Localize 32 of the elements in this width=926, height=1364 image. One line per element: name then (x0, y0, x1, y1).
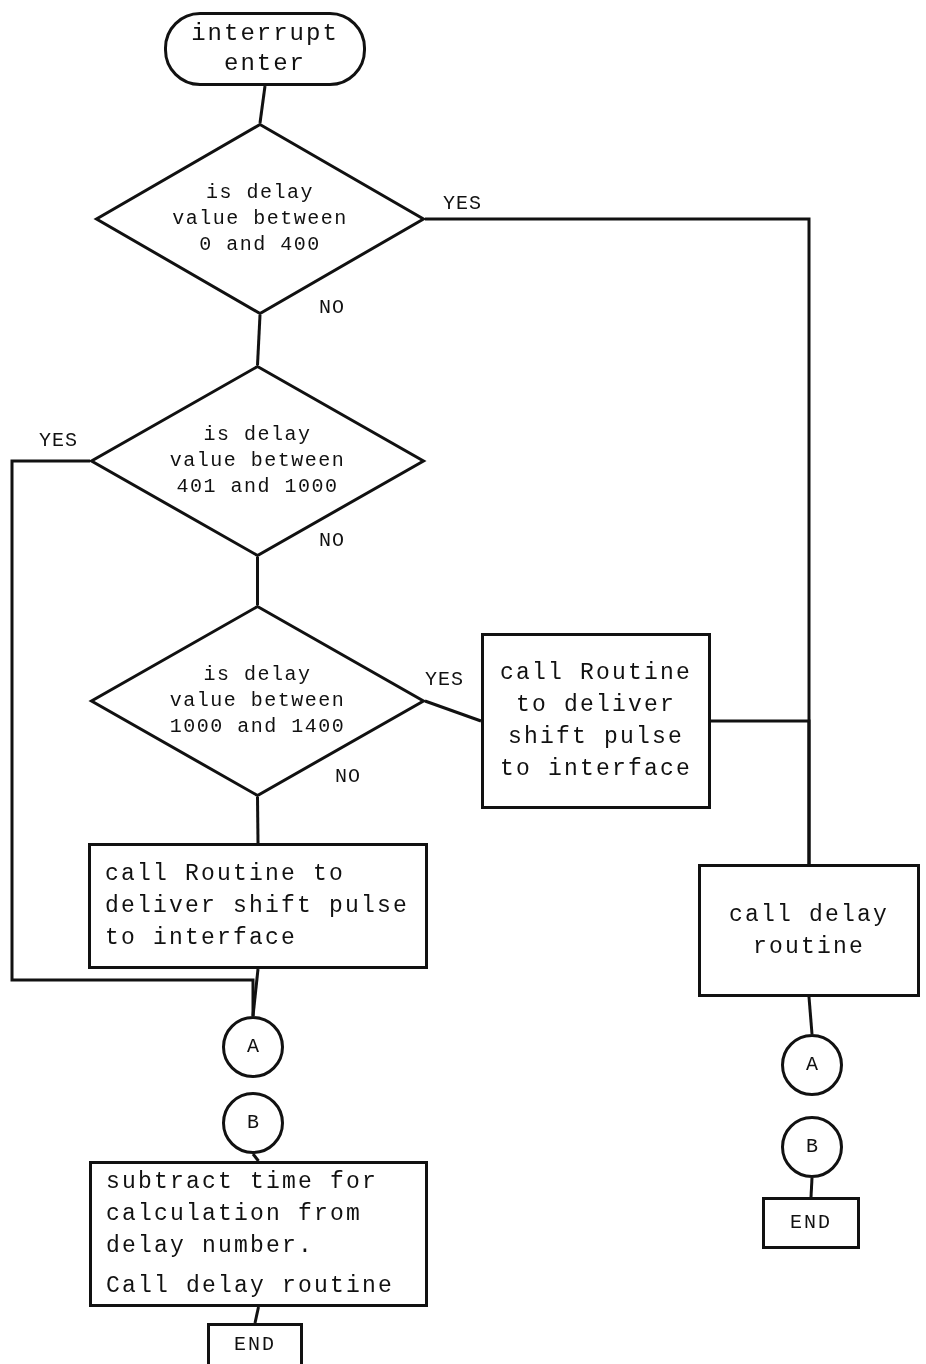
terminal-text: interrupt enter (190, 19, 340, 79)
process-box (89, 1161, 428, 1307)
process-text: call Routine to deliver shift pulse to interface (499, 659, 693, 784)
connector-line (253, 1306, 260, 1324)
process-text: subtract time for calculation from delay number. (106, 1168, 380, 1261)
process-text: call delay routine (728, 900, 890, 962)
end-text: END (234, 1332, 276, 1358)
decision-text: is delay value between 1000 and 1400 (168, 662, 347, 740)
process-box (88, 843, 428, 969)
connector-label: A (247, 1034, 259, 1060)
connector-line (256, 797, 260, 843)
end-box (762, 1197, 860, 1249)
connector-line (424, 699, 482, 723)
connector-label: A (806, 1052, 818, 1078)
process-text: call Routine to deliver shift pulse to interface (105, 860, 411, 953)
process-text: Call delay routine (106, 1272, 395, 1301)
connector-line (251, 1153, 260, 1162)
connector-line (258, 85, 267, 124)
decision-text: is delay value between 0 and 400 (171, 180, 349, 258)
connector-line (256, 557, 259, 605)
end-text: END (790, 1210, 832, 1236)
connector-line (256, 314, 262, 366)
end-box (207, 1323, 303, 1364)
connector-line (809, 1177, 814, 1198)
process-box (481, 633, 711, 809)
connector-line (251, 968, 260, 1017)
connector-label: B (247, 1110, 259, 1136)
decision-text: is delay value between 401 and 1000 (168, 422, 347, 500)
process-box (698, 864, 920, 997)
connector-line (807, 996, 814, 1035)
connector-label: B (806, 1134, 818, 1160)
connector-line (711, 719, 811, 864)
